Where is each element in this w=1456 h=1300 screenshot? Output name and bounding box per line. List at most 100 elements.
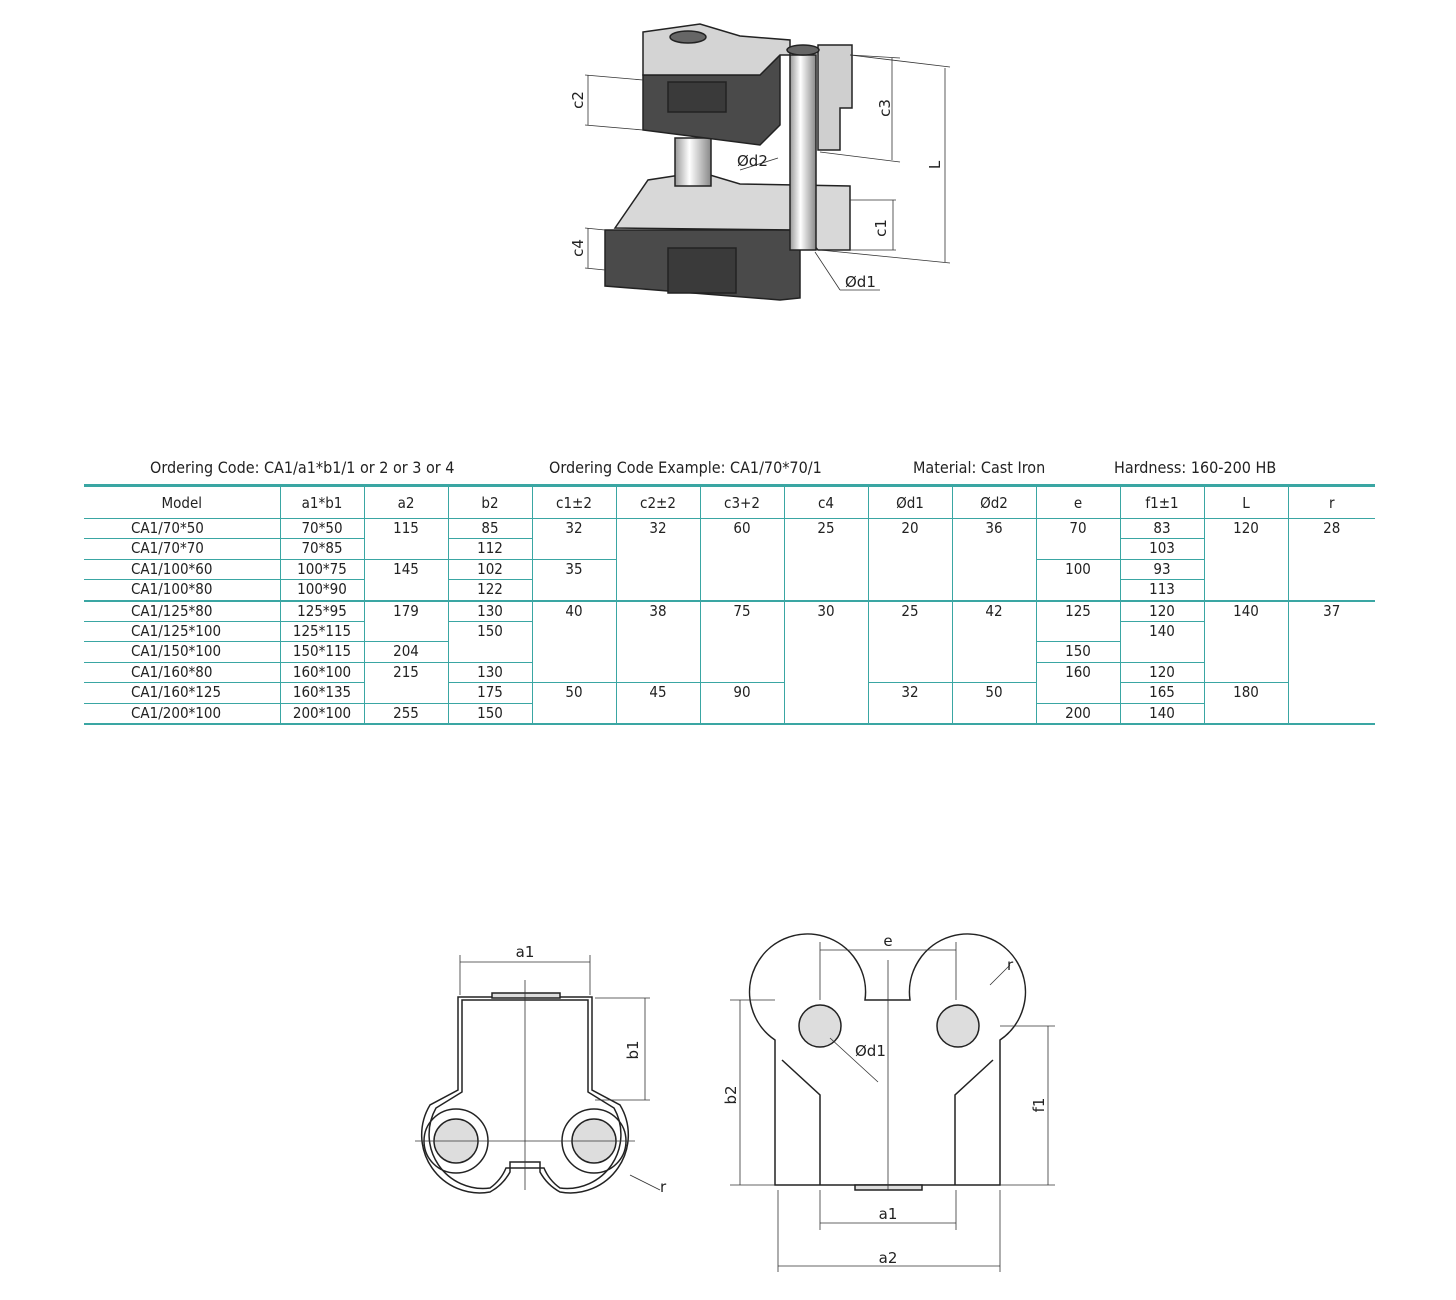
table-cell: CA1/200*100 — [84, 702, 281, 725]
table-cell: 112 — [447, 538, 533, 560]
table-cell: 150*115 — [279, 641, 365, 663]
table-cell: 122 — [447, 579, 533, 602]
column-header: c3+2 — [699, 485, 785, 519]
table-cell: 32 — [867, 682, 953, 725]
table-cell: 130 — [447, 600, 533, 622]
label-a2: a2 — [879, 1249, 898, 1267]
upper-block-top — [642, 23, 791, 76]
table-cell: 115 — [363, 518, 449, 560]
table-cell: 85 — [447, 517, 533, 540]
table-cell: CA1/150*100 — [84, 641, 281, 663]
table-cell: CA1/125*100 — [84, 620, 281, 643]
table-cell: 100*90 — [279, 579, 365, 602]
table-cell: 70*85 — [279, 538, 365, 560]
column-header: c4 — [783, 485, 869, 519]
label-c4: c4 — [569, 239, 587, 257]
column-header: Ød1 — [867, 485, 953, 519]
ordering-code: Ordering Code: CA1/a1*b1/1 or 2 or 3 or … — [150, 458, 455, 477]
ordering-info: Ordering Code: CA1/a1*b1/1 or 2 or 3 or … — [84, 456, 1374, 482]
table-cell: 125 — [1035, 600, 1121, 643]
table-cell: 35 — [531, 558, 617, 602]
table-cell: 179 — [363, 600, 449, 643]
table-cell: CA1/160*80 — [84, 661, 281, 684]
table-cell: 140 — [1203, 600, 1289, 684]
table-cell: 200 — [1035, 702, 1121, 725]
table-cell: 90 — [699, 682, 785, 725]
table-cell: 20 — [867, 517, 953, 602]
table-cell: 160 — [1035, 661, 1121, 704]
table-cell: 28 — [1287, 517, 1375, 602]
table-cell: 32 — [531, 518, 617, 560]
column-header: e — [1035, 485, 1121, 519]
column-header: Model — [84, 485, 281, 519]
label-a1: a1 — [879, 1205, 898, 1223]
column-header: r — [1287, 485, 1375, 519]
label-L: L — [926, 160, 944, 169]
table-cell: 200*100 — [279, 702, 365, 725]
table-cell: 45 — [615, 682, 701, 725]
top-view-drawing: e r Ød1 b2 f1 a1 a2 — [722, 932, 1055, 1272]
label-e: e — [883, 932, 892, 950]
table-cell: 50 — [951, 682, 1037, 725]
table-cell: 175 — [447, 682, 533, 704]
label-c2: c2 — [569, 91, 587, 109]
table-cell: 120 — [1203, 517, 1289, 602]
table-cell: 93 — [1119, 558, 1204, 581]
table-cell: 100*75 — [279, 558, 365, 581]
table-cell: 140 — [1119, 702, 1204, 725]
bushing — [817, 44, 853, 151]
material: Material: Cast Iron — [913, 458, 1046, 477]
column-header: a1*b1 — [279, 485, 365, 519]
table-cell: CA1/100*80 — [84, 579, 281, 602]
column-header: Ød2 — [951, 485, 1037, 519]
ordering-code-example: Ordering Code Example: CA1/70*70/1 — [549, 458, 822, 477]
table-cell: CA1/70*50 — [84, 517, 281, 540]
table-cell: 140 — [1119, 620, 1204, 663]
label-c1: c1 — [872, 219, 890, 237]
table-cell: 165 — [1119, 682, 1205, 704]
column-header: c2±2 — [615, 485, 701, 519]
label-d1: Ød1 — [845, 273, 876, 291]
table-cell: 75 — [699, 600, 785, 684]
guide-post-right — [789, 54, 817, 251]
table-cell: 50 — [531, 682, 617, 725]
column-header: a2 — [363, 485, 449, 519]
table-cell: 38 — [615, 600, 701, 684]
table-cell: 215 — [363, 661, 449, 704]
label-c3: c3 — [876, 99, 894, 117]
table-cell: 100 — [1035, 558, 1121, 602]
label-d2: Ød2 — [737, 152, 768, 170]
table-cell: 30 — [783, 600, 869, 725]
label-r: r — [1007, 956, 1014, 974]
table-cell: 255 — [363, 702, 449, 725]
label-a1: a1 — [516, 943, 535, 961]
hardness: Hardness: 160-200 HB — [1114, 458, 1277, 477]
label-b2: b2 — [722, 1085, 740, 1104]
table-cell: 40 — [531, 600, 617, 684]
table-cell: 150 — [1035, 641, 1120, 663]
label-f1: f1 — [1030, 1098, 1048, 1113]
column-header: c1±2 — [531, 485, 617, 519]
table-cell: 113 — [1119, 579, 1204, 602]
guide-post-left — [674, 137, 712, 187]
column-header: b2 — [447, 485, 533, 519]
table-cell: 120 — [1119, 661, 1204, 684]
table-cell: 180 — [1203, 682, 1288, 725]
label-r: r — [660, 1178, 667, 1196]
table-cell: 32 — [615, 517, 701, 602]
table-cell: 42 — [951, 600, 1037, 684]
table-cell: 60 — [699, 517, 785, 602]
table-cell: 160*100 — [279, 661, 365, 684]
table-cell: 103 — [1119, 538, 1204, 560]
label-d1: Ød1 — [855, 1042, 886, 1060]
table-cell: 160*135 — [279, 682, 365, 704]
label-b1: b1 — [624, 1040, 642, 1059]
